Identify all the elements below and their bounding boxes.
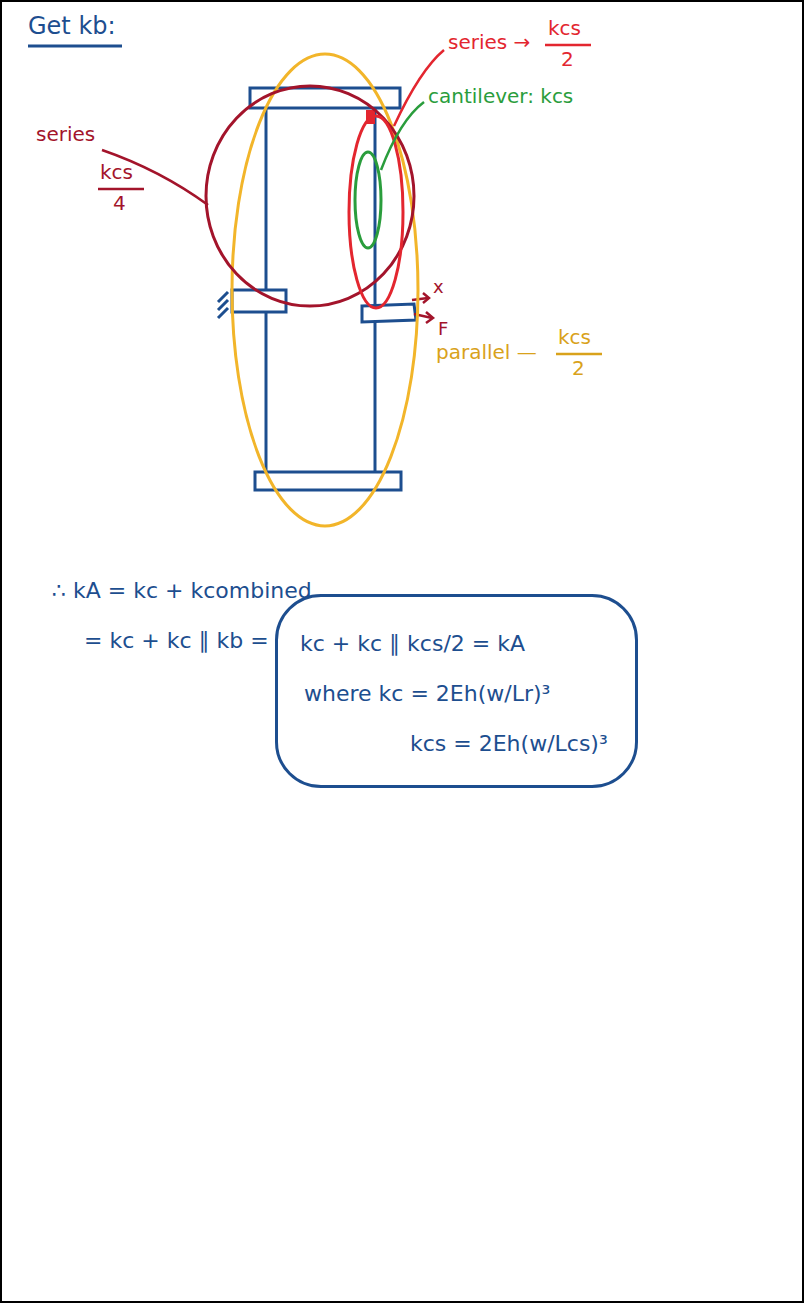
definition: kcs = 2Eh(w/Lcs)³ xyxy=(410,731,608,757)
annotation: parallel — xyxy=(436,340,537,364)
fraction-numerator: kcs xyxy=(100,160,133,184)
series-ellipse-small xyxy=(349,116,403,308)
annotation: series → xyxy=(448,30,530,54)
equation: ∴ kA = kc + kcombined xyxy=(52,578,312,604)
flexure-structure xyxy=(218,88,416,490)
equation: = kc + kc ∥ kb = xyxy=(84,628,269,654)
fraction-numerator: kcs xyxy=(558,325,591,349)
fraction-bar xyxy=(556,353,602,356)
axis-label: x xyxy=(433,276,444,298)
displacement-arrows xyxy=(412,293,433,323)
heading: Get kb: xyxy=(28,12,116,41)
fraction-denominator: 2 xyxy=(572,356,585,380)
fraction-denominator: 4 xyxy=(113,191,126,215)
annotation: cantilever: kcs xyxy=(428,84,573,108)
cantilever-ellipse xyxy=(355,152,381,248)
fraction-numerator: kcs xyxy=(548,16,581,40)
fraction-bar xyxy=(545,44,591,47)
definition: where kc = 2Eh(w/Lr)³ xyxy=(304,681,550,707)
leader-line xyxy=(381,102,424,170)
equation-enclosure: kc + kc ∥ kcs/2 = kA where kc = 2Eh(w/Lr)… xyxy=(275,594,638,788)
fraction-bar xyxy=(98,188,144,191)
annotation: series xyxy=(36,122,95,146)
title-underline xyxy=(28,45,122,48)
fraction-denominator: 2 xyxy=(561,47,574,71)
equation: kc + kc ∥ kcs/2 = kA xyxy=(300,631,525,657)
force-label: F xyxy=(438,318,448,340)
